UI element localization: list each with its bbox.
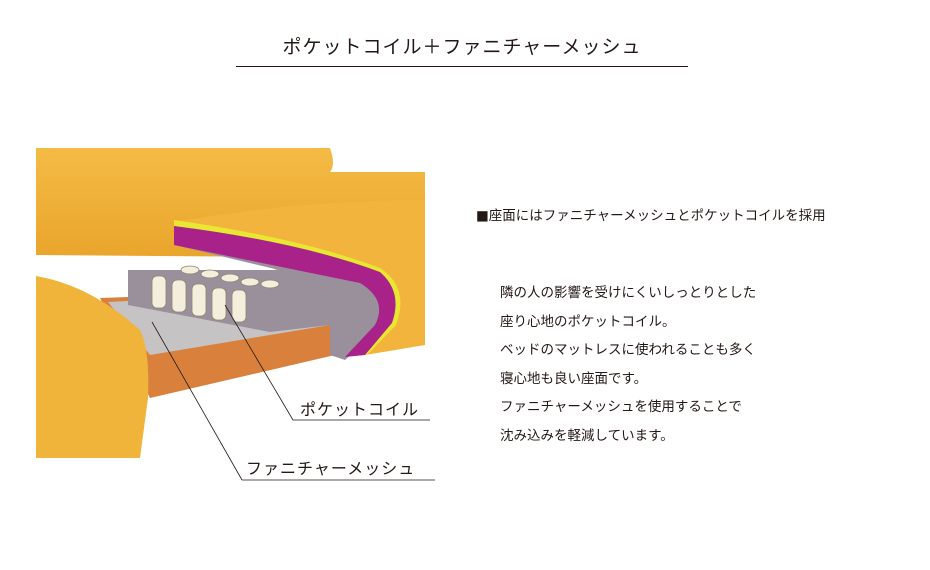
description: 隣の人の影響を受けにくいしっとりとした 座り心地のポケットコイル。 ベッドのマッ… xyxy=(500,279,756,451)
sofa-left-seat xyxy=(36,276,149,458)
pocket-coil-leader xyxy=(224,304,294,421)
pocket-coils xyxy=(151,265,280,323)
label-furniture-mesh: ファニチャーメッシュ xyxy=(246,459,416,478)
description-line: 寝心地も良い座面です。 xyxy=(500,370,648,387)
description-line: 隣の人の影響を受けにくいしっとりとした xyxy=(500,285,757,301)
description-line: 沈み込みを軽減しています。 xyxy=(500,427,674,444)
label-pocket-coil: ポケットコイル xyxy=(300,400,420,419)
section-heading: ■座面にはファニチャーメッシュとポケットコイルを採用 xyxy=(476,208,826,224)
description-line: 座り心地のポケットコイル。 xyxy=(500,313,676,330)
cushion-foam-back xyxy=(174,225,385,360)
description-line: ベッドのマットレスに使われることも多く xyxy=(500,342,756,359)
cushion-yellow-layer xyxy=(174,220,401,355)
page-title: ポケットコイル＋ファニチャーメッシュ xyxy=(282,36,642,58)
cushion-purple-layer xyxy=(174,222,397,357)
title-underline xyxy=(236,66,688,67)
description-line: ファニチャーメッシュを使用することで xyxy=(500,399,742,416)
furniture-mesh-leader xyxy=(151,321,243,481)
